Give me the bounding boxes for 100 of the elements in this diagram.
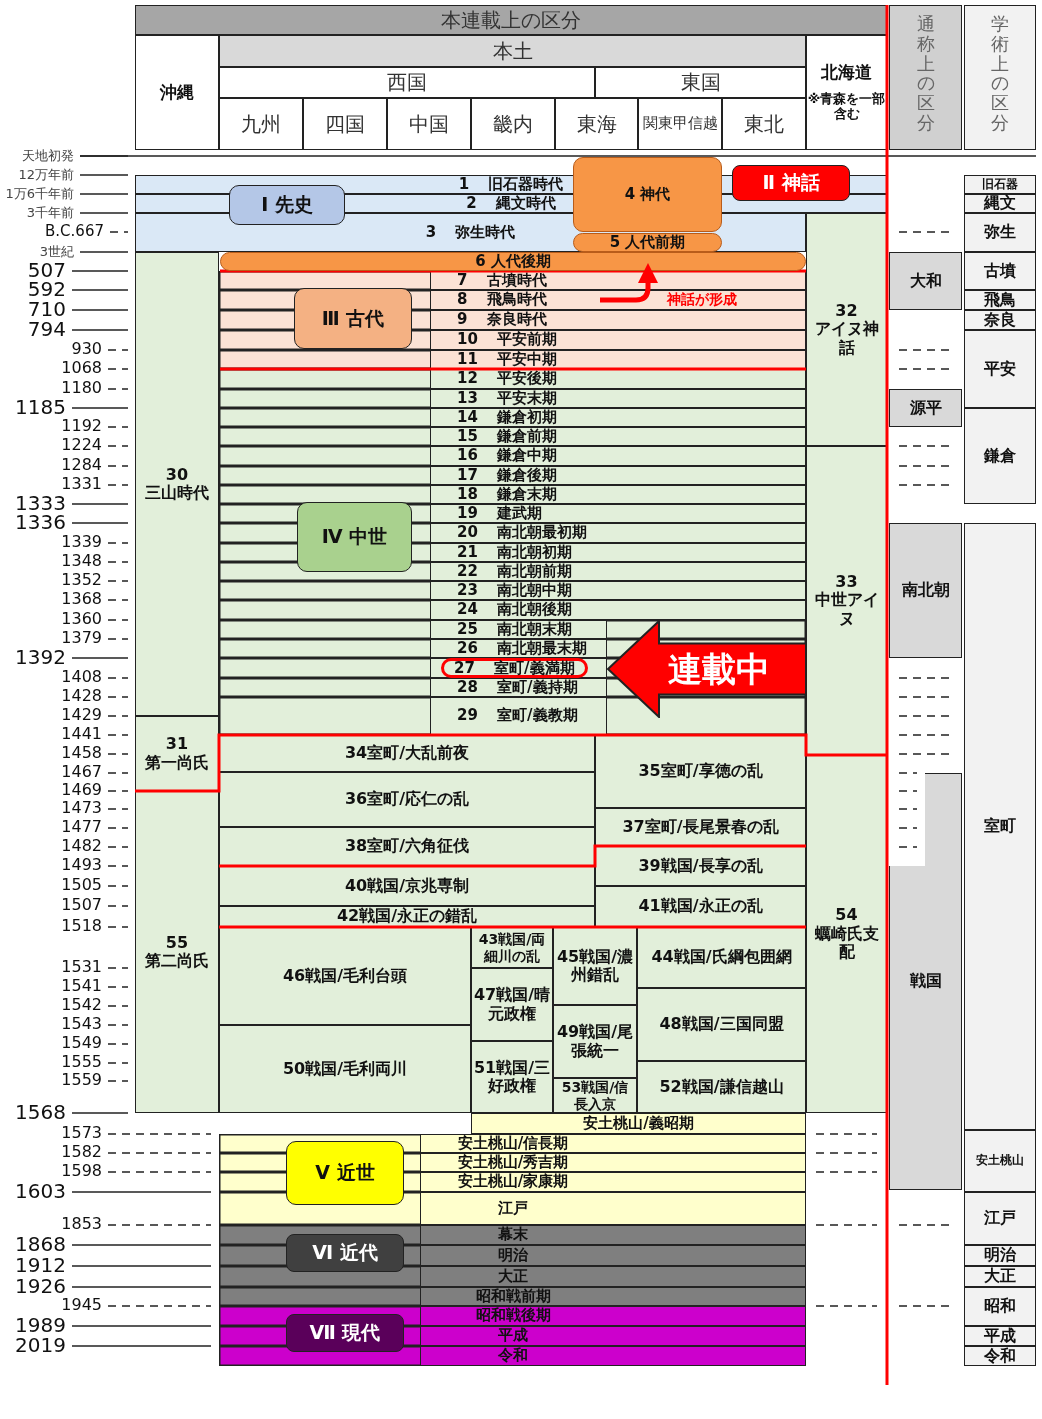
period-label: 大正 — [984, 1267, 1016, 1286]
period-label: 室町 — [984, 817, 1016, 836]
period-label: 7 古墳時代 — [457, 271, 547, 290]
period-column — [806, 755, 887, 1113]
header-cell — [219, 35, 806, 67]
period-label: 第二尚氏 — [145, 952, 209, 971]
year-label: 1068 — [61, 360, 102, 376]
period-label: 45戦国/濃州錯乱 — [555, 947, 635, 985]
period-column — [135, 791, 219, 1113]
period-label: 53戦国/信長入京 — [560, 1079, 630, 1112]
header-label: 学術上の区分 — [991, 14, 1009, 133]
period-row — [420, 1346, 806, 1366]
period-cell — [964, 252, 1036, 290]
period-row — [430, 504, 806, 523]
period-cell — [595, 846, 806, 886]
period-label: 源平 — [909, 398, 942, 418]
period-cell — [889, 773, 962, 1190]
period-label: アイヌ神話 — [813, 320, 880, 358]
period-row — [430, 581, 806, 600]
year-label: 1473 — [61, 800, 102, 816]
header-label: 四国 — [325, 112, 365, 136]
period-cell — [637, 988, 806, 1061]
year-label: 1192 — [61, 418, 102, 434]
era-label: Ⅴ 近世 — [315, 1162, 375, 1184]
period-row — [430, 620, 607, 639]
header-cell — [595, 67, 806, 98]
header-cell — [555, 98, 638, 150]
period-row — [420, 1287, 806, 1306]
period-label: 縄文 — [984, 194, 1016, 213]
period-cell — [595, 735, 806, 808]
period-row — [430, 600, 806, 620]
period-label: 52戦国/謙信越山 — [659, 1077, 784, 1097]
period-cell — [964, 310, 1036, 330]
header-cell — [219, 98, 303, 150]
period-row — [430, 562, 806, 581]
callout-arrow — [607, 620, 806, 718]
year-label: 1339 — [61, 534, 102, 550]
period-label: 20 南北朝最初期 — [457, 524, 588, 542]
period-label: 32 — [835, 301, 858, 321]
period-label: 旧石器 — [982, 177, 1018, 192]
period-row — [420, 1134, 806, 1153]
period-cell — [219, 906, 595, 927]
year-label: 1549 — [61, 1035, 102, 1051]
header-label: 本土 — [492, 39, 533, 63]
header-cell — [387, 98, 471, 150]
period-label: 1 旧石器時代 — [458, 175, 564, 194]
year-label: 1482 — [61, 838, 102, 854]
period-label: 中世アイヌ — [813, 591, 880, 629]
year-label: 1360 — [61, 611, 102, 627]
era-label: Ⅳ 中世 — [321, 526, 388, 548]
year-label: 1507 — [61, 897, 102, 913]
period-row — [430, 427, 806, 446]
header-label: 中国 — [409, 112, 449, 136]
period-cell — [964, 1192, 1036, 1245]
period-label: 第一尚氏 — [145, 753, 209, 772]
period-row — [430, 658, 607, 678]
year-label: 1543 — [61, 1016, 102, 1032]
year-label: 1467 — [61, 764, 102, 780]
period-cell — [964, 1266, 1036, 1287]
period-label: 令和 — [984, 1346, 1016, 1366]
period-label: 令和 — [498, 1347, 528, 1365]
period-cell — [637, 1061, 806, 1113]
period-label: 54 — [835, 906, 858, 925]
period-label: 16 鎌倉中期 — [457, 447, 558, 465]
period-label: 28 室町/義持期 — [457, 678, 578, 697]
period-row — [430, 446, 806, 466]
period-row — [430, 408, 806, 427]
year-label: 1441 — [61, 726, 102, 742]
period-row — [430, 369, 806, 389]
year-label: 1352 — [61, 572, 102, 588]
period-label: 55 — [165, 933, 189, 952]
period-label: 42戦国/永正の錯乱 — [336, 907, 478, 926]
period-cell — [471, 968, 553, 1041]
year-label: 1348 — [61, 553, 102, 569]
period-label: 昭和戦前期 — [475, 1287, 551, 1306]
header-label: 沖縄 — [160, 82, 194, 103]
period-cell — [889, 389, 962, 427]
period-label: 51戦国/三好政権 — [472, 1058, 552, 1096]
period-cell — [219, 927, 471, 1025]
period-label: 鎌倉 — [984, 446, 1016, 466]
header-cell — [638, 98, 722, 150]
period-label: 50戦国/毛利両川 — [282, 1059, 408, 1079]
period-cell — [219, 827, 595, 866]
period-label: 23 南北朝中期 — [457, 581, 573, 600]
period-cell — [889, 523, 962, 658]
period-label: 安土桃山/秀吉期 — [457, 1153, 569, 1172]
period-label: 43戦国/両細川の乱 — [477, 931, 547, 964]
header-cell — [722, 98, 806, 150]
header-cell — [964, 5, 1036, 150]
header-label: 通称上の区分 — [916, 14, 935, 133]
header-cell — [806, 35, 887, 150]
period-row — [430, 639, 607, 658]
period-label: 弥生 — [984, 223, 1016, 242]
era-label: Ⅵ 近代 — [312, 1242, 378, 1264]
period-label: 安土桃山/家康期 — [457, 1173, 569, 1191]
period-cell — [219, 735, 595, 772]
header-label: 東海 — [576, 112, 617, 136]
period-row — [420, 1192, 806, 1225]
period-label: 8 飛鳥時代 — [457, 291, 547, 309]
header-label: 東北 — [744, 112, 784, 136]
